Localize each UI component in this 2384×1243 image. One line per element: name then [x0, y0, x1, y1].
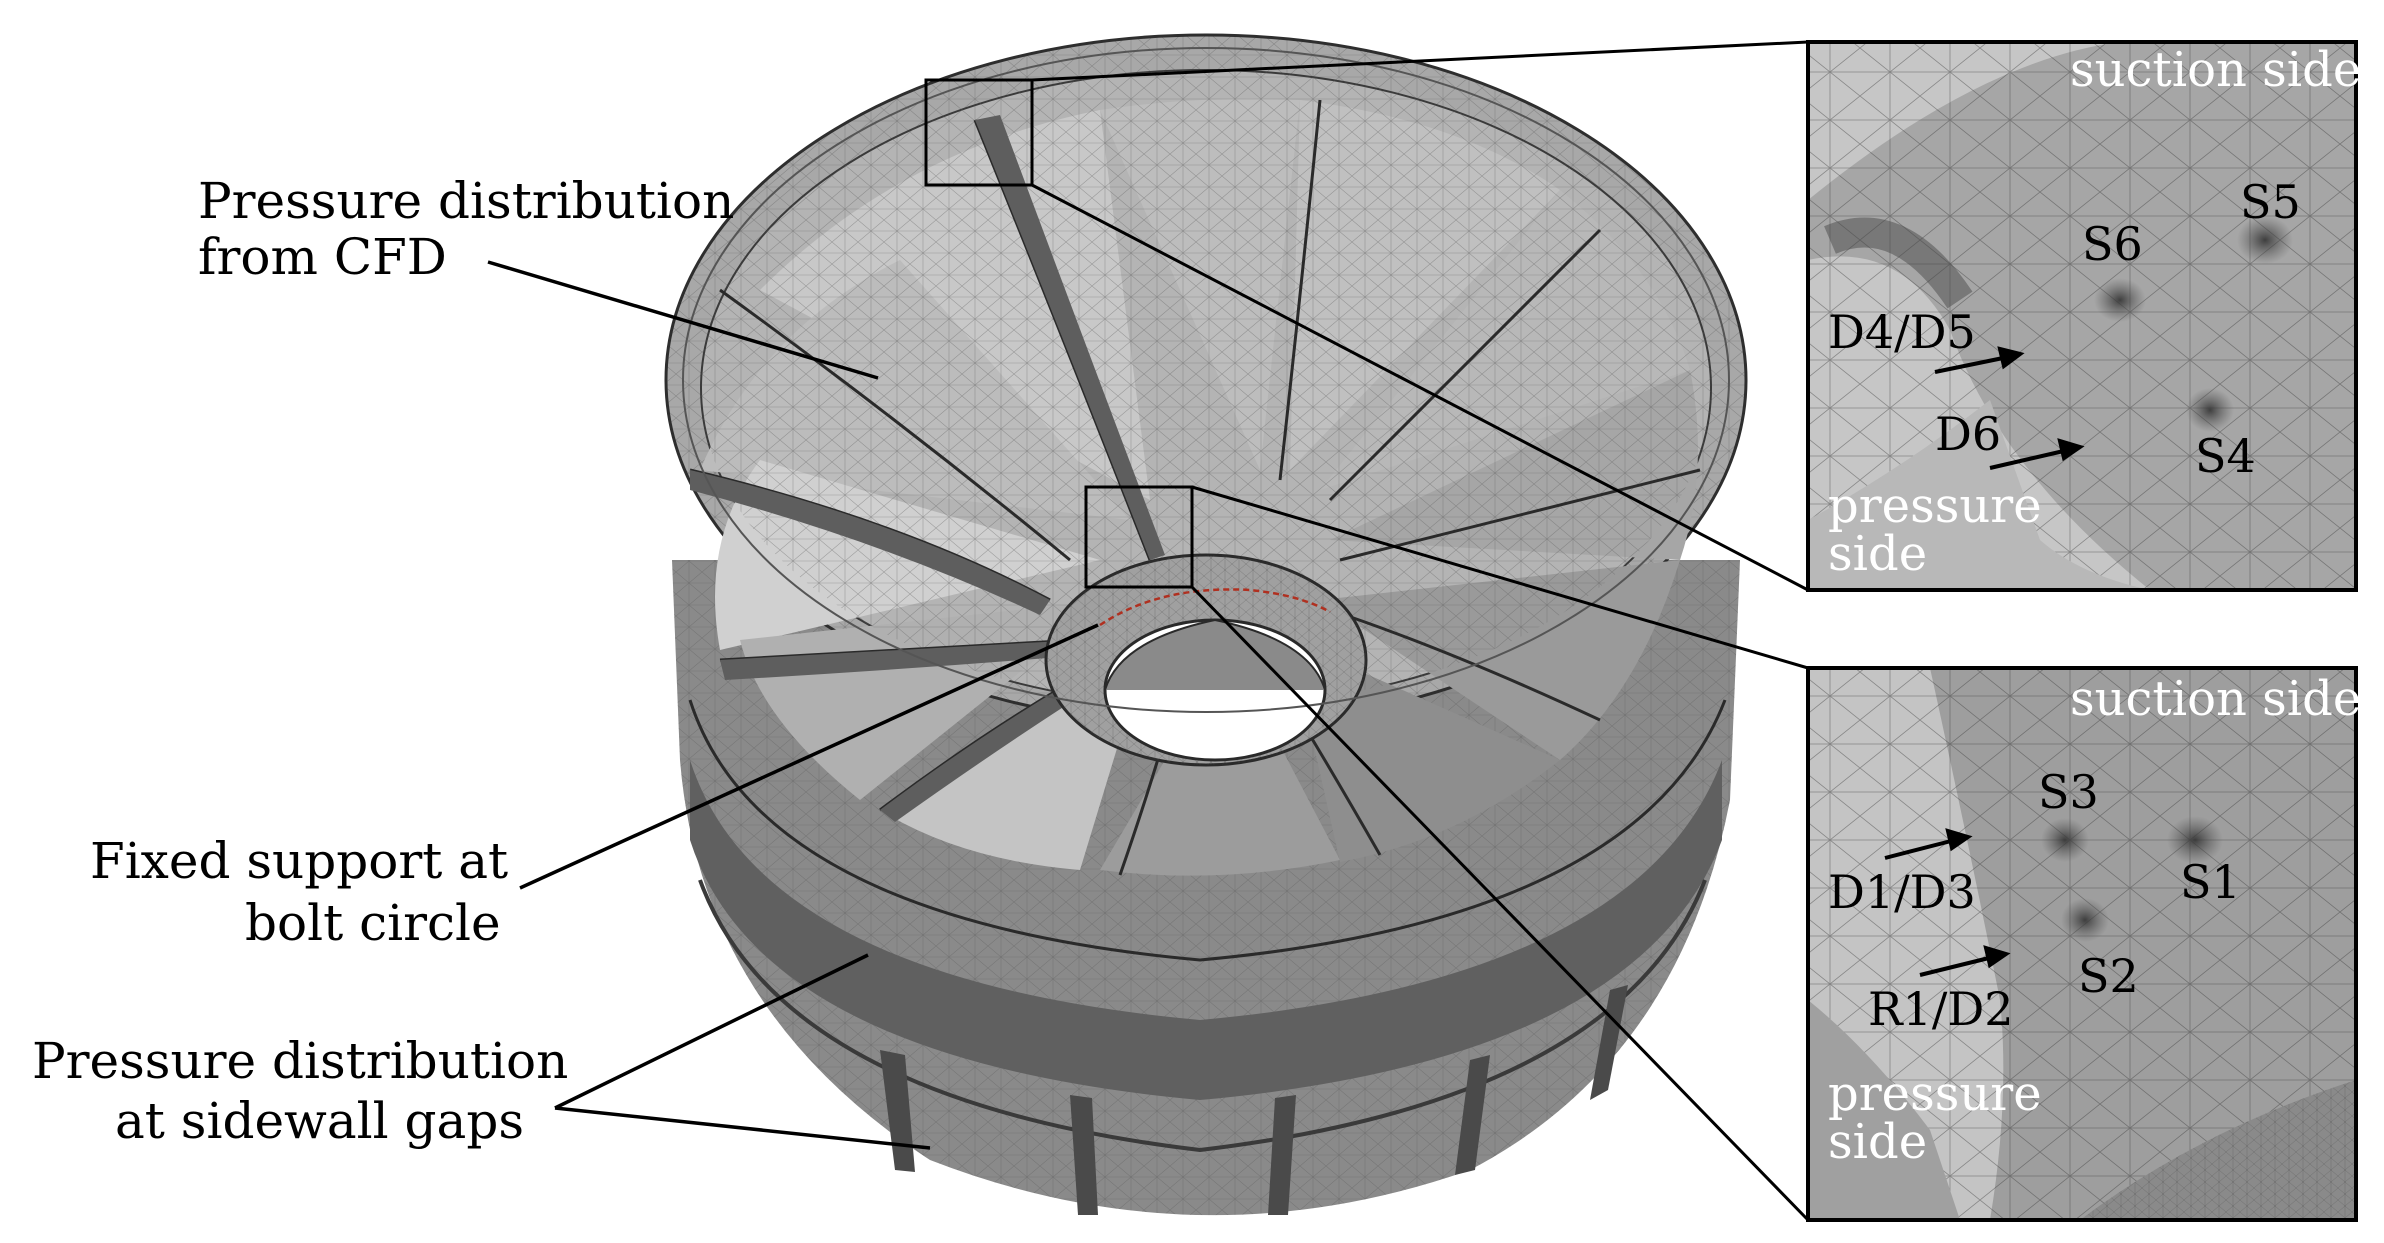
bottom-arrows — [1884, 828, 2011, 977]
top-arrows — [1934, 346, 2085, 470]
sidewall-label-line1: Pressure distribution — [32, 1032, 568, 1090]
top-arrow-d4d5: D4/D5 — [1828, 305, 1976, 359]
cfd-label-line1: Pressure distribution — [198, 172, 734, 230]
top-point-s4: S4 — [2195, 429, 2256, 483]
support-leader — [519, 623, 1099, 890]
support-label-line2: bolt circle — [245, 894, 501, 952]
impeller-model — [664, 33, 1748, 1216]
bottom-pressure-label-2: side — [1828, 1114, 1927, 1170]
bottom-point-s1: S1 — [2180, 855, 2241, 909]
bottom-point-s3: S3 — [2038, 765, 2099, 819]
support-label-line1: Fixed support at — [90, 832, 508, 890]
bottom-ribs — [880, 985, 1628, 1215]
sidewall-leaders — [554, 953, 931, 1150]
top-arrow-d6: D6 — [1935, 407, 2001, 461]
cfd-label-line2: from CFD — [198, 228, 447, 286]
bottom-pressure-label-1: pressure — [1828, 1066, 2042, 1122]
sidewall-label-line2: at sidewall gaps — [115, 1092, 524, 1150]
inset-bottom-frame — [1806, 666, 2358, 1222]
bottom-arrow-r1d2: R1/D2 — [1868, 982, 2014, 1036]
top-suction-label: suction side — [2070, 42, 2361, 98]
top-pressure-label-2: side — [1828, 526, 1927, 582]
inset-bottom — [1808, 668, 2356, 1220]
zoom-box-hub — [1084, 485, 1194, 589]
bottom-suction-label: suction side — [2070, 671, 2361, 727]
cfd-leader — [487, 260, 879, 380]
inset-top — [1808, 42, 2356, 590]
top-pressure-label-1: pressure — [1828, 478, 2042, 534]
inset-top-frame — [1806, 40, 2358, 592]
top-point-s5: S5 — [2240, 175, 2301, 229]
zoom-connector-lines — [1031, 40, 1810, 1222]
bottom-point-s2: S2 — [2078, 949, 2139, 1003]
bottom-arrow-d1d3: D1/D3 — [1828, 865, 1976, 919]
top-point-s6: S6 — [2082, 217, 2143, 271]
sidewall-band — [690, 760, 1722, 1100]
bolt-circle — [1099, 588, 1331, 627]
zoom-box-top — [924, 78, 1034, 187]
